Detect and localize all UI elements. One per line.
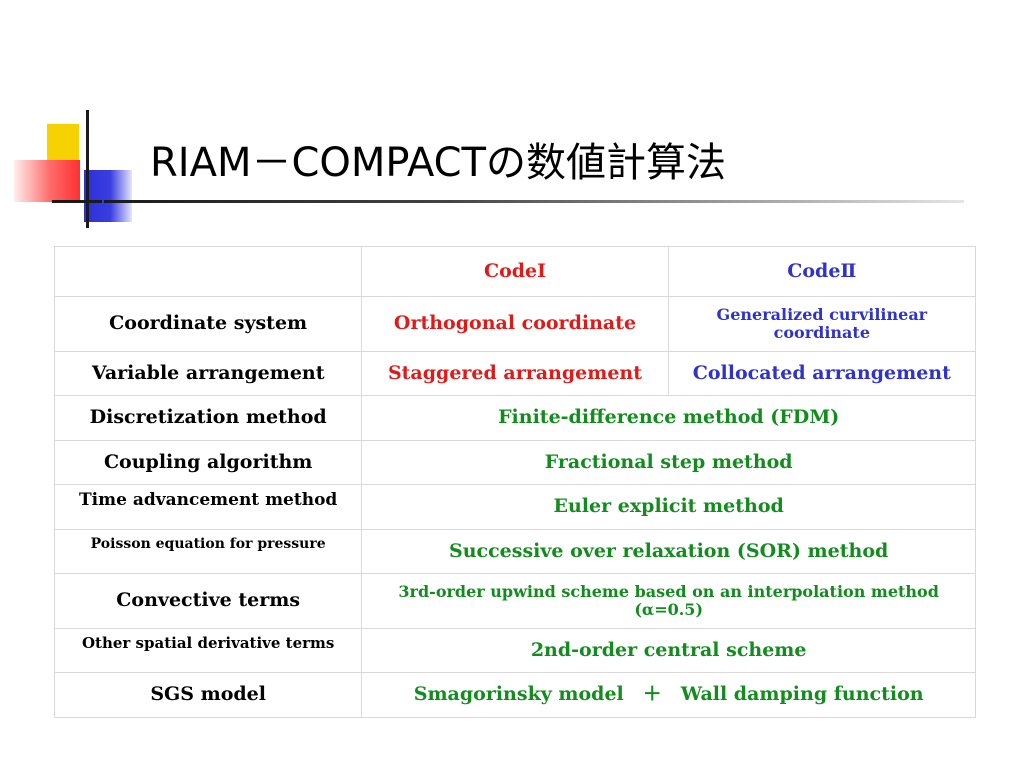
row-label: SGS model [53, 672, 363, 718]
logo-red-square [14, 160, 80, 202]
logo-horizontal-line [52, 200, 102, 203]
table-header-row: CodeⅠ CodeⅡ [53, 246, 977, 297]
slide-title: RIAM－COMPACTの数値計算法 [150, 140, 726, 186]
table-row: Poisson equation for pressure Successive… [53, 529, 976, 574]
row-code2-value: Generalized curvilinear coordinate [667, 296, 977, 352]
table-row: Discretization method Finite-difference … [53, 395, 976, 441]
title-underline [104, 200, 964, 203]
table-row: Convective terms 3rd-order upwind scheme… [53, 573, 976, 629]
header-code-1: CodeⅠ [361, 246, 669, 297]
row-label: Convective terms [53, 573, 363, 629]
table-row: Time advancement method Euler explicit m… [53, 484, 976, 530]
row-shared-value: Finite-difference method (FDM) [361, 395, 976, 441]
table-row: Other spatial derivative terms 2nd-order… [53, 628, 976, 673]
logo-vertical-line [86, 110, 89, 228]
row-label: Coupling algorithm [53, 440, 363, 485]
table-row: Coordinate system Orthogonal coordinate … [53, 296, 977, 352]
table-row: Variable arrangement Staggered arrangeme… [53, 351, 977, 396]
row-shared-value: 3rd-order upwind scheme based on an inte… [361, 573, 976, 629]
row-label: Discretization method [53, 395, 363, 441]
row-code1-value: Staggered arrangement [361, 351, 669, 396]
table-row: Coupling algorithm Fractional step metho… [53, 440, 976, 485]
logo-blue-square [84, 170, 132, 222]
row-label: Other spatial derivative terms [53, 628, 363, 673]
row-shared-value: Successive over relaxation (SOR) method [361, 529, 976, 574]
row-shared-value: Smagorinsky model ＋ Wall damping functio… [361, 672, 976, 718]
row-label: Variable arrangement [53, 351, 363, 396]
table-row: SGS model Smagorinsky model ＋ Wall dampi… [53, 672, 976, 718]
spec-table: CodeⅠ CodeⅡ Coordinate system Orthogonal… [53, 246, 977, 718]
row-code2-value: Collocated arrangement [667, 351, 977, 396]
row-shared-value: 2nd-order central scheme [361, 628, 976, 673]
row-shared-value: Euler explicit method [361, 484, 976, 530]
row-shared-value: Fractional step method [361, 440, 976, 485]
header-code-2: CodeⅡ [667, 246, 977, 297]
row-code1-value: Orthogonal coordinate [361, 296, 669, 352]
table-header-empty [53, 246, 363, 297]
row-label: Poisson equation for pressure [53, 529, 363, 574]
row-label: Coordinate system [53, 296, 363, 352]
row-label: Time advancement method [53, 484, 363, 530]
